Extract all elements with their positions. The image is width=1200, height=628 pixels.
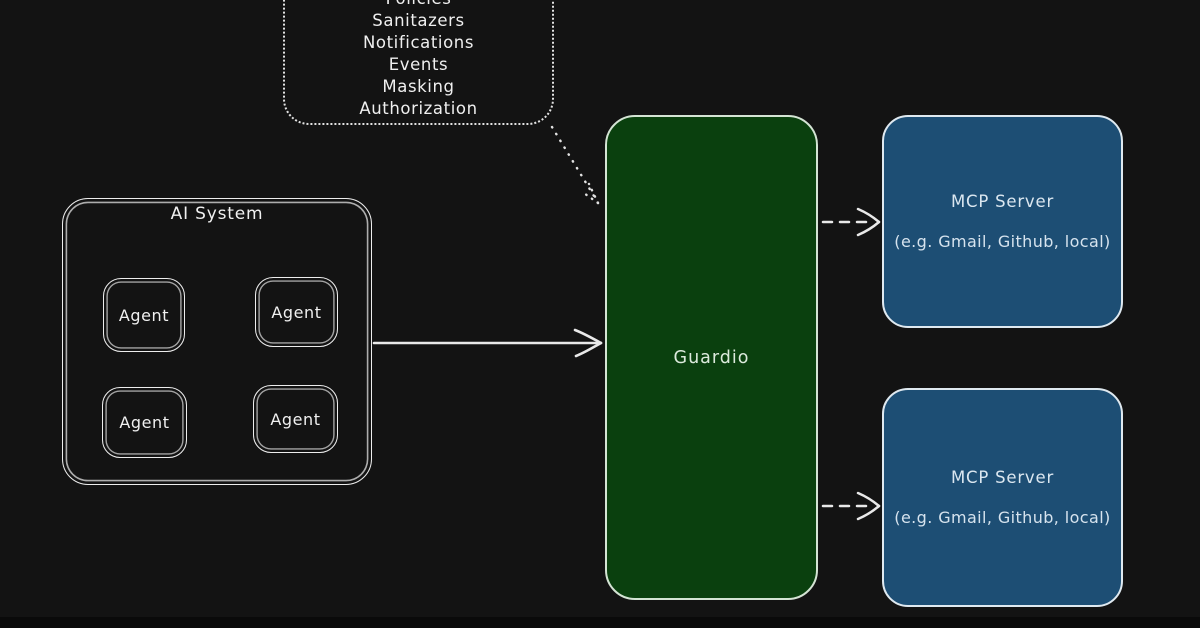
arrow-guardio-to-mcp-1 — [821, 207, 881, 237]
policies-bubble — [283, 0, 554, 125]
ai-system-title: AI System — [170, 204, 264, 224]
arrow-policies-to-guardio — [550, 125, 600, 205]
agent-box: Agent — [103, 278, 185, 352]
mcp-server-box-2: MCP Server (e.g. Gmail, Github, local) — [882, 388, 1123, 607]
agent-box: Agent — [102, 387, 187, 458]
policies-item: Events — [388, 55, 449, 74]
policies-item: Notifications — [362, 33, 475, 52]
policies-item: Policies — [283, 0, 554, 10]
policies-item: Sanitazers — [372, 11, 465, 30]
mcp-server-title: MCP Server — [950, 468, 1055, 487]
agent-label: Agent — [270, 409, 321, 429]
agent-label: Agent — [118, 305, 170, 325]
agent-label: Agent — [119, 413, 170, 432]
arrow-guardio-to-mcp-2 — [821, 491, 881, 521]
policies-item: Masking — [382, 77, 455, 96]
agent-box: Agent — [255, 277, 338, 347]
agent-box: Agent — [253, 385, 338, 453]
letterbox-bottom-bar — [0, 617, 1200, 628]
policies-item: Authorization — [359, 99, 478, 118]
mcp-server-subtitle: (e.g. Gmail, Github, local) — [894, 508, 1111, 527]
mcp-server-title: MCP Server — [950, 192, 1055, 211]
ai-system-box — [62, 198, 372, 485]
mcp-server-subtitle: (e.g. Gmail, Github, local) — [894, 232, 1111, 251]
mcp-server-box-1: MCP Server (e.g. Gmail, Github, local) — [882, 115, 1123, 328]
guardio-label: Guardio — [673, 347, 750, 368]
guardio-box: Guardio — [605, 115, 818, 600]
arrow-ai-to-guardio — [372, 328, 603, 358]
policies-list: Policies Sanitazers Notifications Events… — [283, 0, 554, 120]
agent-label: Agent — [271, 302, 322, 322]
